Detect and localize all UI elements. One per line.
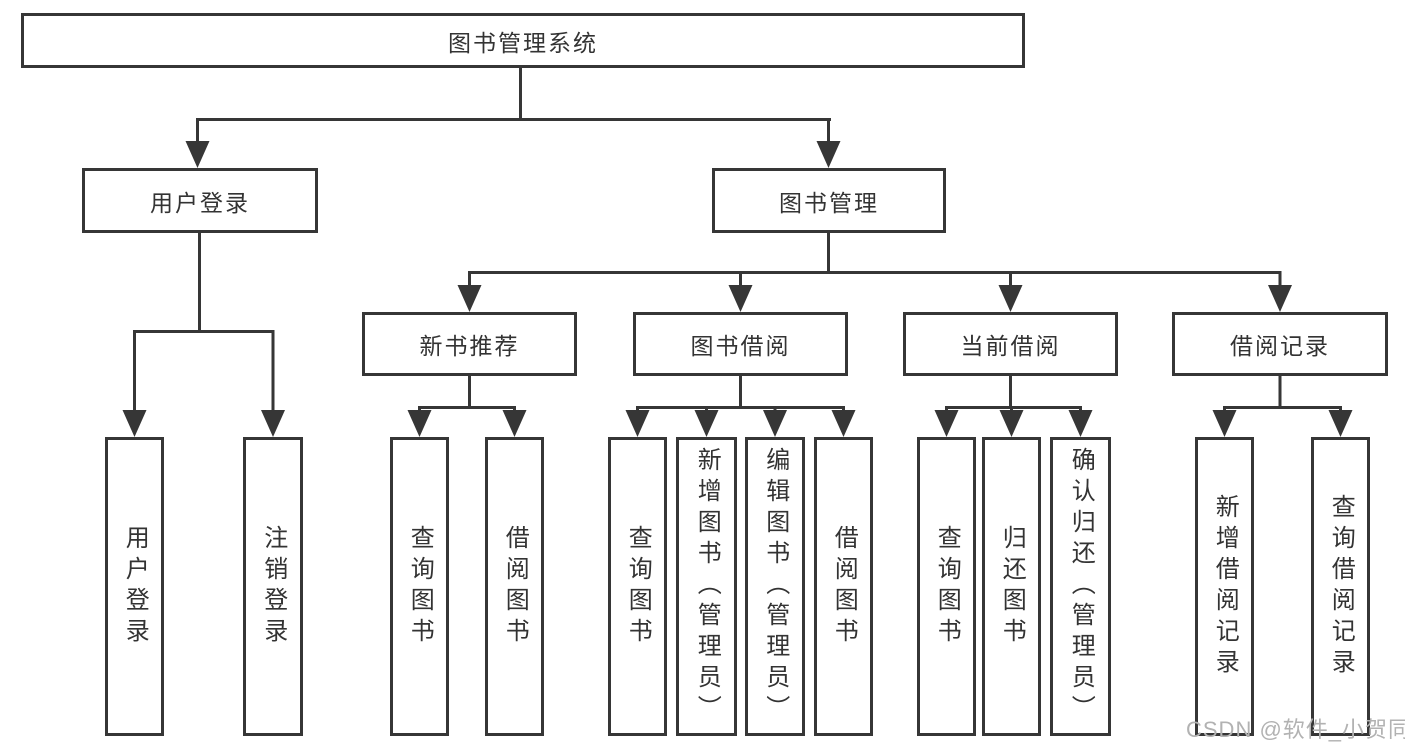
- leaf-current-query-books: 查询图书: [917, 437, 976, 736]
- leaf-borrow-query-books-label: 查询图书: [624, 524, 652, 649]
- leaf-borrow-books-label: 借阅图书: [830, 524, 858, 649]
- leaf-current-query-books-label: 查询图书: [933, 524, 961, 649]
- leaf-edit-books-admin-label: 编辑图书（管理员）: [761, 447, 789, 726]
- leaf-edit-books-admin: 编辑图书（管理员）: [745, 437, 805, 736]
- node-book-borrow-label: 图书借阅: [690, 333, 791, 359]
- node-root: 图书管理系统: [21, 13, 1025, 68]
- leaf-query-borrow-record-label: 查询借阅记录: [1327, 493, 1355, 680]
- arrow-down-icons: [122, 141, 1353, 437]
- leaf-add-books-admin-label: 新增图书（管理员）: [693, 447, 721, 726]
- leaf-user-login-label: 用户登录: [121, 524, 149, 649]
- leaf-newbook-borrow-books: 借阅图书: [485, 437, 544, 736]
- node-current-borrow: 当前借阅: [903, 312, 1118, 376]
- node-user-login-label: 用户登录: [150, 189, 250, 216]
- leaf-borrow-books: 借阅图书: [814, 437, 873, 736]
- leaf-add-borrow-record: 新增借阅记录: [1195, 437, 1254, 736]
- leaf-borrow-query-books: 查询图书: [608, 437, 667, 736]
- leaf-newbook-borrow-books-label: 借阅图书: [501, 524, 529, 649]
- leaf-return-books-label: 归还图书: [998, 524, 1026, 649]
- node-new-book-recommend-label: 新书推荐: [419, 333, 520, 359]
- leaf-add-borrow-record-label: 新增借阅记录: [1211, 493, 1239, 680]
- node-borrow-records: 借阅记录: [1172, 312, 1388, 376]
- node-borrow-records-label: 借阅记录: [1230, 333, 1330, 359]
- leaf-confirm-return-admin-label: 确认归还（管理员）: [1067, 447, 1095, 726]
- leaf-query-borrow-record: 查询借阅记录: [1311, 437, 1370, 736]
- leaf-add-books-admin: 新增图书（管理员）: [676, 437, 737, 736]
- leaf-logout: 注销登录: [243, 437, 303, 736]
- leaf-return-books: 归还图书: [982, 437, 1041, 736]
- node-root-label: 图书管理系统: [448, 29, 598, 56]
- node-current-borrow-label: 当前借阅: [960, 333, 1061, 359]
- csdn-watermark: CSDN @软件_小贺同学: [1186, 717, 1405, 742]
- leaf-newbook-query-books: 查询图书: [390, 437, 449, 736]
- leaf-confirm-return-admin: 确认归还（管理员）: [1050, 437, 1111, 736]
- node-book-borrow: 图书借阅: [633, 312, 848, 376]
- node-new-book-recommend: 新书推荐: [362, 312, 577, 376]
- node-user-login: 用户登录: [82, 168, 318, 233]
- leaf-newbook-query-books-label: 查询图书: [406, 524, 434, 649]
- leaf-user-login: 用户登录: [105, 437, 164, 736]
- leaf-logout-label: 注销登录: [259, 524, 287, 649]
- node-book-management-label: 图书管理: [779, 189, 879, 216]
- node-book-management: 图书管理: [712, 168, 946, 233]
